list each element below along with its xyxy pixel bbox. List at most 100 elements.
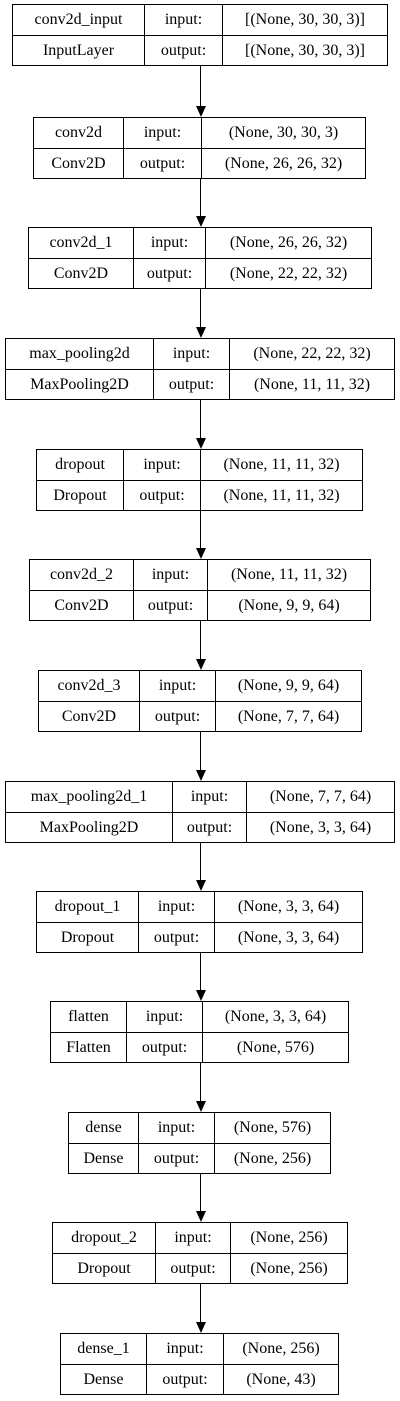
- layer-name: dropout_1: [37, 892, 139, 922]
- output-shape: (None, 9, 9, 64): [208, 590, 370, 620]
- arrow-down-icon: [195, 1322, 206, 1333]
- input-label: input:: [156, 1223, 231, 1253]
- layer-name: conv2d: [34, 118, 124, 148]
- flow-arrow-line: [200, 953, 201, 990]
- input-shape: [(None, 30, 30, 3)]: [245, 11, 365, 28]
- layer-type: Flatten: [51, 1032, 127, 1062]
- output-shape: (None, 26, 26, 32): [202, 148, 365, 178]
- output-label: output:: [124, 480, 201, 510]
- output-label: output:: [134, 258, 206, 288]
- input-shape: (None, 30, 30, 3): [228, 124, 339, 141]
- layer-type: Conv2D: [34, 148, 124, 178]
- layer-type: Conv2D: [30, 590, 134, 620]
- output-shape: (None, 3, 3, 64): [247, 812, 394, 842]
- flow-arrow-line: [200, 289, 201, 327]
- arrow-down-icon: [195, 1101, 206, 1112]
- output-label: output:: [173, 812, 247, 842]
- arrow-down-icon: [195, 548, 206, 559]
- arrow-down-icon: [195, 327, 206, 338]
- layer-name: conv2d_input: [13, 5, 145, 35]
- layer-type: Dense: [61, 1364, 147, 1394]
- input-shape: (None, 26, 26, 32): [229, 234, 348, 251]
- input-shape: (None, 3, 3, 64): [224, 1008, 327, 1025]
- arrow-down-icon: [195, 880, 206, 891]
- output-label: output:: [145, 35, 223, 65]
- input-shape: (None, 256): [242, 1340, 320, 1357]
- layer-type: MaxPooling2D: [6, 812, 173, 842]
- output-label: output:: [139, 922, 215, 952]
- output-shape: (None, 11, 11, 32): [230, 369, 394, 399]
- layer-name: dense: [69, 1113, 139, 1143]
- layer-name: conv2d_1: [29, 228, 134, 258]
- layer-name: dense_1: [61, 1334, 147, 1364]
- layer-type: Conv2D: [29, 258, 134, 288]
- flow-arrow-line: [200, 843, 201, 880]
- output-shape: [(None, 30, 30, 3)]: [223, 35, 387, 65]
- input-shape: (None, 11, 11, 32): [230, 566, 348, 583]
- flow-arrow-line: [200, 400, 201, 438]
- input-label: input:: [147, 1334, 224, 1364]
- layer-name: max_pooling2d: [6, 339, 154, 369]
- input-label: input:: [139, 892, 215, 922]
- input-label: input:: [145, 5, 223, 35]
- flow-arrow-line: [200, 66, 201, 106]
- input-shape: (None, 22, 22, 32): [253, 345, 371, 362]
- arrow-down-icon: [195, 770, 206, 781]
- arrow-down-icon: [195, 990, 206, 1001]
- input-shape: (None, 3, 3, 64): [237, 898, 340, 915]
- flow-arrow-line: [200, 179, 201, 216]
- flow-arrow-line: [200, 1174, 201, 1211]
- layer-name: conv2d_3: [39, 671, 140, 701]
- layer-name: flatten: [51, 1002, 127, 1032]
- input-label: input:: [134, 228, 206, 258]
- input-label: input:: [139, 1113, 215, 1143]
- input-shape: (None, 9, 9, 64): [237, 677, 340, 694]
- input-shape: (None, 576): [233, 1119, 312, 1136]
- input-label: input:: [127, 1002, 203, 1032]
- output-shape: (None, 576): [203, 1032, 348, 1062]
- layer-type: Dropout: [37, 922, 139, 952]
- output-shape: (None, 11, 11, 32): [201, 480, 362, 510]
- flow-arrow-line: [200, 621, 201, 659]
- flow-arrow-line: [200, 511, 201, 548]
- layer-name: dropout: [37, 450, 124, 480]
- layer-type: MaxPooling2D: [6, 369, 154, 399]
- arrow-down-icon: [195, 1211, 206, 1222]
- layer-type: InputLayer: [13, 35, 145, 65]
- input-label: input:: [154, 339, 230, 369]
- flow-arrow-line: [200, 732, 201, 770]
- input-label: input:: [134, 560, 208, 590]
- output-shape: (None, 256): [215, 1143, 330, 1173]
- output-label: output:: [134, 590, 208, 620]
- input-label: input:: [140, 671, 216, 701]
- output-shape: (None, 43): [224, 1364, 338, 1394]
- flow-arrow-line: [200, 1284, 201, 1322]
- layer-type: Dropout: [37, 480, 124, 510]
- layer-type: Dense: [69, 1143, 139, 1173]
- input-shape: (None, 7, 7, 64): [269, 788, 372, 805]
- output-label: output:: [127, 1032, 203, 1062]
- output-shape: (None, 256): [231, 1253, 347, 1283]
- layer-type: Conv2D: [39, 701, 140, 731]
- output-shape: (None, 22, 22, 32): [206, 258, 371, 288]
- output-label: output:: [156, 1253, 231, 1283]
- input-shape: (None, 256): [250, 1229, 328, 1246]
- flow-arrow-line: [200, 1063, 201, 1101]
- input-label: input:: [124, 450, 201, 480]
- output-label: output:: [139, 1143, 215, 1173]
- arrow-down-icon: [195, 216, 206, 227]
- output-shape: (None, 3, 3, 64): [215, 922, 362, 952]
- input-label: input:: [124, 118, 202, 148]
